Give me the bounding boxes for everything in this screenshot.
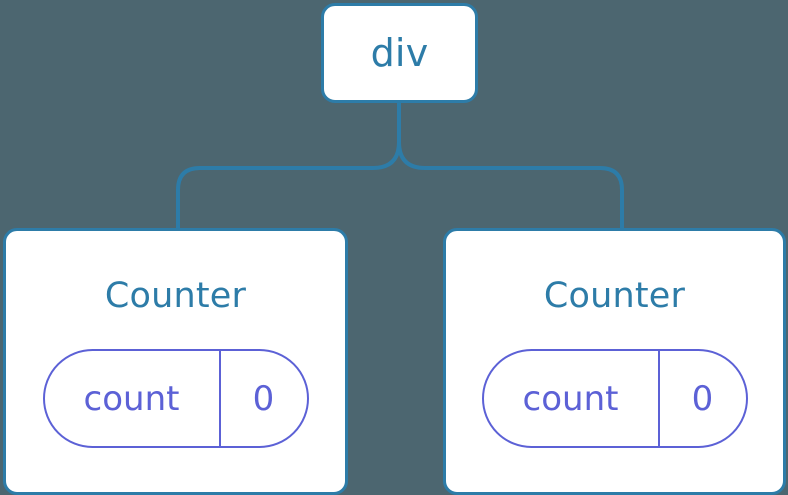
- state-pill-right[interactable]: count 0: [481, 349, 748, 448]
- node-counter-right-label: Counter: [543, 276, 686, 316]
- state-pill-left[interactable]: count 0: [42, 349, 309, 448]
- state-key-right: count: [522, 378, 619, 419]
- state-value-left: 0: [218, 351, 307, 446]
- state-value-right: 0: [657, 351, 746, 446]
- node-counter-right[interactable]: Counter count 0: [443, 228, 786, 495]
- node-div[interactable]: div: [321, 3, 478, 103]
- node-div-label: div: [370, 31, 429, 75]
- state-key-left: count: [83, 378, 180, 419]
- node-counter-left[interactable]: Counter count 0: [3, 228, 348, 495]
- node-counter-left-label: Counter: [104, 276, 247, 316]
- edge-root-to-right-counter: [397, 100, 624, 230]
- edge-root-to-left-counter: [176, 100, 401, 230]
